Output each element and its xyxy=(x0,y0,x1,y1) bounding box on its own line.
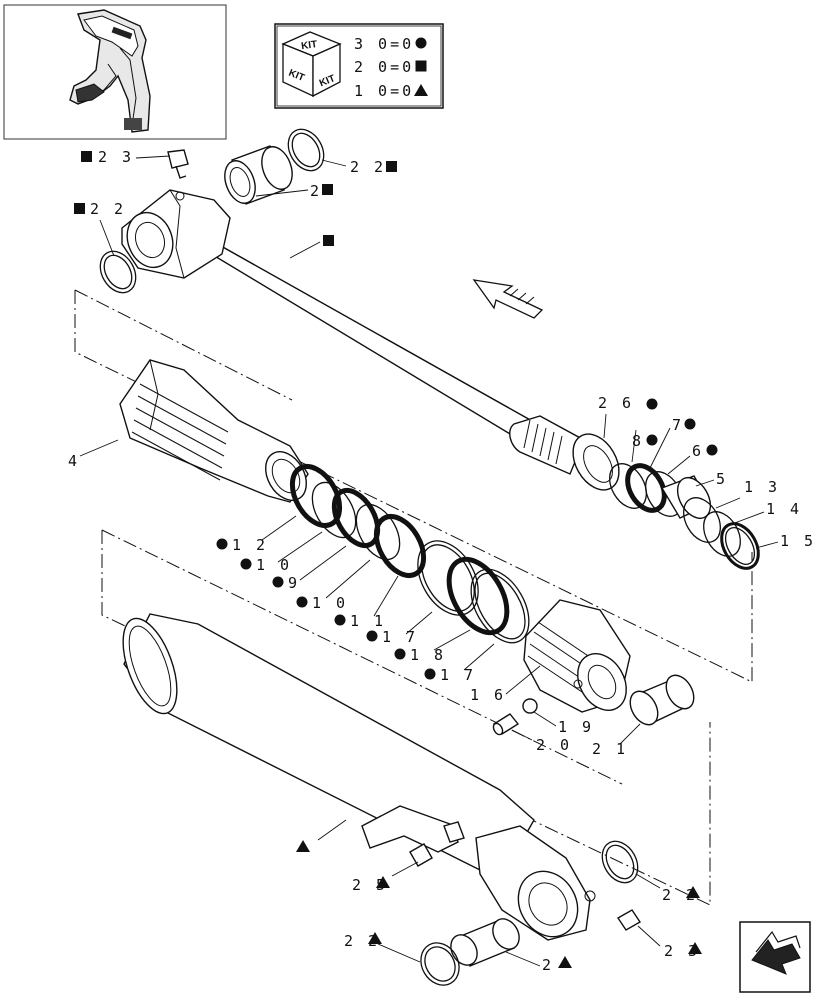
callout-19: 1 9 xyxy=(558,718,594,736)
cylinder-tube[interactable] xyxy=(112,611,596,947)
plug-25[interactable] xyxy=(409,843,433,867)
callout-14: 1 4 xyxy=(766,500,802,518)
bushing-5[interactable] xyxy=(660,472,717,524)
triangle-icon xyxy=(376,876,390,888)
kit-legend: KIT KIT KIT 3 0=0 2 0=0 1 0=0 xyxy=(274,23,444,109)
triangle-icon xyxy=(368,932,382,944)
callout-15: 1 5 xyxy=(780,532,816,550)
grease-fitting-bottom[interactable] xyxy=(617,909,641,931)
callout-22-square-right: 2 2 xyxy=(350,158,386,176)
callout-10-b: 1 0 xyxy=(312,594,348,612)
cylinder-head[interactable] xyxy=(119,359,315,508)
square-icon xyxy=(74,203,85,214)
navigation-button[interactable] xyxy=(739,921,811,993)
triangle-icon xyxy=(686,886,700,898)
callout-22-triangle-right: 2 2 xyxy=(662,886,698,904)
callout-23-square: 2 3 xyxy=(98,148,134,166)
callout-11: 1 1 xyxy=(350,612,386,630)
snap-ring-bottom-left[interactable] xyxy=(413,936,466,992)
square-icon xyxy=(386,161,397,172)
callout-4: 4 xyxy=(68,452,80,470)
callout-6: 6 xyxy=(692,442,704,460)
snap-ring-top-left[interactable] xyxy=(93,245,143,299)
wear-ring-17b[interactable] xyxy=(459,559,541,652)
leader-lines xyxy=(79,155,779,967)
circle-icon xyxy=(424,668,436,680)
circle-icon xyxy=(296,596,308,608)
circle-icon xyxy=(394,648,406,660)
back-arrow-icon xyxy=(751,930,801,975)
callout-23-triangle: 2 3 xyxy=(664,942,700,960)
callout-9: 9 xyxy=(288,574,300,592)
callout-25: 2 5 xyxy=(352,876,388,894)
circle-icon xyxy=(684,418,696,430)
seal-10b[interactable] xyxy=(347,497,408,567)
callout-5: 5 xyxy=(716,470,728,488)
grease-fitting-top[interactable] xyxy=(167,149,189,179)
circle-icon xyxy=(646,398,658,410)
circle-icon xyxy=(334,614,346,626)
callout-2-square: 2 xyxy=(310,182,322,200)
circle-icon xyxy=(366,630,378,642)
seal-12[interactable] xyxy=(283,458,350,533)
ball-19[interactable] xyxy=(522,698,538,714)
snap-ring-bottom-right[interactable] xyxy=(595,835,645,889)
callout-8: 8 xyxy=(632,432,644,450)
kit-legend-circle-icon xyxy=(415,37,427,49)
callout-3-triangle-icon xyxy=(296,840,310,852)
triangle-icon xyxy=(688,942,702,954)
callout-22-triangle-left: 2 2 xyxy=(344,932,380,950)
square-icon xyxy=(81,151,92,162)
kit-legend-square-icon xyxy=(415,60,427,72)
circle-icon xyxy=(272,576,284,588)
kit-legend-triangle-icon xyxy=(414,84,428,96)
nut-21[interactable] xyxy=(625,670,700,729)
circle-icon xyxy=(216,538,228,550)
callout-17-a: 1 7 xyxy=(382,628,418,646)
seal-7[interactable] xyxy=(620,459,672,517)
callout-16: 1 6 xyxy=(470,686,506,704)
callout-1-square-icon xyxy=(323,235,334,246)
kit-legend-row-3-label: 1 0=0 xyxy=(354,82,414,100)
set-screw-20[interactable] xyxy=(492,713,520,736)
callout-7: 7 xyxy=(672,416,684,434)
excavator-arm-thumbnail-icon xyxy=(69,9,151,133)
callout-26: 2 6 xyxy=(598,394,634,412)
callout-2-triangle: 2 xyxy=(542,956,554,974)
callout-12: 1 2 xyxy=(232,536,268,554)
callouts: 2 3 2 2 2 2 2 4 2 6 8 7 6 5 1 3 1 4 1 5 … xyxy=(68,148,816,974)
triangle-icon xyxy=(558,956,572,968)
piston-rod[interactable] xyxy=(120,189,629,498)
callout-22-square-left: 2 2 xyxy=(90,200,126,218)
callout-18: 1 8 xyxy=(410,646,446,664)
callout-17-b: 1 7 xyxy=(440,666,476,684)
seal-14[interactable] xyxy=(696,505,748,563)
thumbnail-frame[interactable] xyxy=(3,4,227,140)
seal-9[interactable] xyxy=(325,483,386,553)
bushing-top[interactable] xyxy=(219,143,297,208)
direction-arrow-icon xyxy=(472,279,544,319)
snap-ring-top-right[interactable] xyxy=(281,123,331,177)
callout-10-a: 1 0 xyxy=(256,556,292,574)
seal-15[interactable] xyxy=(714,517,766,575)
callout-13: 1 3 xyxy=(744,478,780,496)
kit-legend-row-1-label: 3 0=0 xyxy=(354,35,414,53)
callout-21: 2 1 xyxy=(592,740,628,758)
seal-18[interactable] xyxy=(437,549,519,642)
bushing-bottom[interactable] xyxy=(446,914,525,970)
square-icon xyxy=(322,184,333,195)
seal-11[interactable] xyxy=(367,508,434,583)
kit-cube-icon: KIT KIT KIT xyxy=(281,31,342,98)
circle-icon xyxy=(706,444,718,456)
callout-20: 2 0 xyxy=(536,736,572,754)
piston[interactable] xyxy=(523,599,636,719)
wear-ring-17a[interactable] xyxy=(405,530,490,625)
circle-icon xyxy=(646,434,658,446)
kit-legend-row-2-label: 2 0=0 xyxy=(354,58,414,76)
kit-cube-label-top: KIT xyxy=(301,39,318,52)
circle-icon xyxy=(240,558,252,570)
